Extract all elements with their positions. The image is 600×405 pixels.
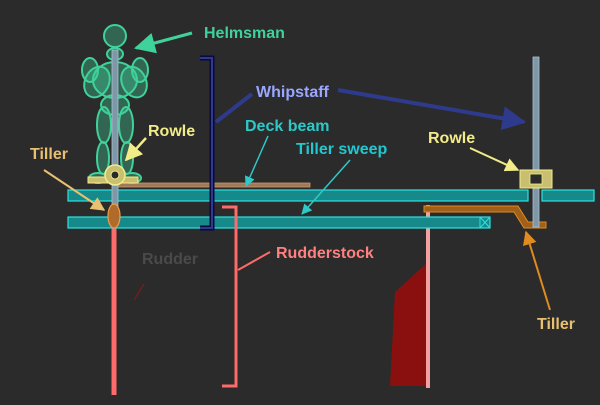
- rowle-left-arrow: [124, 137, 147, 162]
- tiller-sweep-label: Tiller sweep: [296, 141, 388, 158]
- rowle-left: [87, 164, 139, 186]
- whipstaff-label: Whipstaff: [256, 84, 330, 101]
- tiller-joint-left: [107, 203, 121, 229]
- whipstaff-right: [532, 56, 540, 228]
- rowle-right-label: Rowle: [428, 130, 475, 147]
- rudder-leader: [133, 283, 145, 301]
- deck-beam-bar: [67, 189, 529, 202]
- rudderstock-leader: [237, 251, 271, 271]
- whipstaff-bracket: [200, 55, 215, 231]
- tiller-right-label: Tiller: [537, 316, 575, 333]
- tiller-right: [423, 205, 547, 229]
- sweep-end-box: [479, 216, 491, 229]
- whipstaff-bracket-inner: [200, 57, 213, 229]
- tiller-left-arrow: [43, 169, 106, 211]
- rowle-right: [519, 169, 553, 189]
- rudderstock-bracket: [222, 205, 238, 388]
- whipstaff-left: [111, 49, 119, 211]
- tiller-sweep-arrow: [301, 159, 351, 215]
- rudder-label: Rudder: [142, 251, 198, 268]
- deck-beam-label: Deck beam: [245, 118, 330, 135]
- rudder-blade: [390, 262, 428, 386]
- helmsman-label: Helmsman: [204, 25, 285, 42]
- helmsman-arrow: [133, 31, 193, 54]
- tiller-sweep-bar: [67, 216, 491, 229]
- rowle-right-arrow: [469, 147, 520, 172]
- deck-beam-bar-right: [541, 189, 595, 202]
- tiller-left-label: Tiller: [30, 146, 68, 163]
- rowle-left-label: Rowle: [148, 123, 195, 140]
- deck-beam-arrow: [245, 135, 269, 187]
- whipstaff-arrow-left: [214, 92, 254, 124]
- rudderstock-label: Rudderstock: [276, 245, 374, 262]
- tiller-right-arrow: [523, 230, 551, 311]
- whipstaff-arrow-right: [337, 88, 527, 131]
